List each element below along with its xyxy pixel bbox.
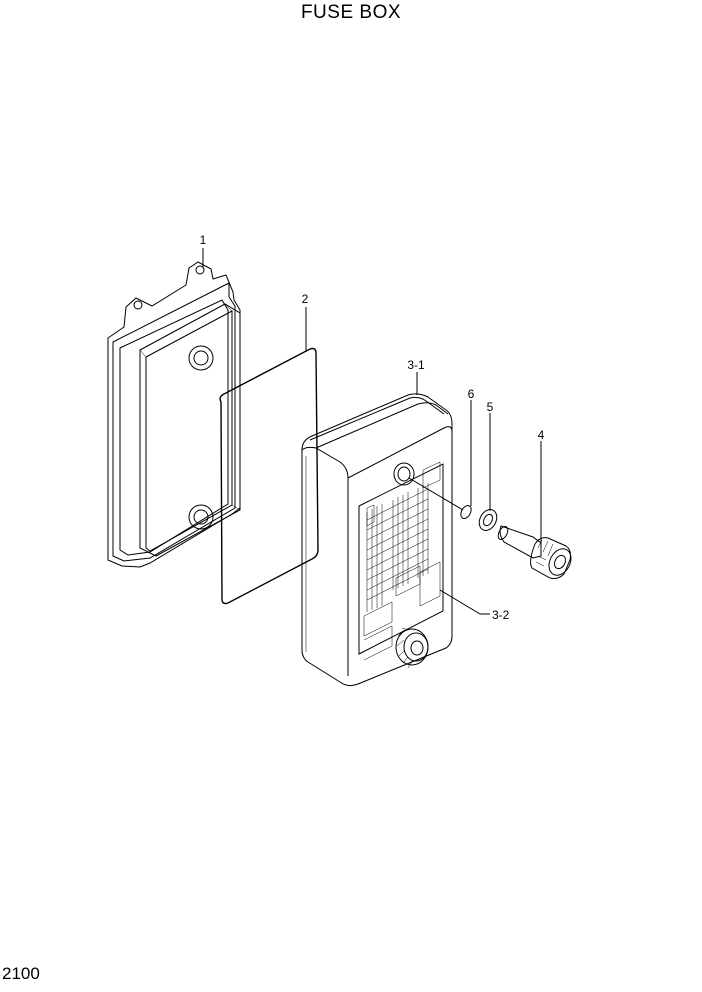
o-ring-part xyxy=(460,504,472,520)
callout-3-1: 3-1 xyxy=(407,358,425,372)
page-number: 2100 xyxy=(2,964,40,983)
diagram-title: FUSE BOX xyxy=(300,2,402,23)
leader-lines xyxy=(202,248,542,615)
callout-3-2: 3-2 xyxy=(492,608,510,622)
callout-6: 6 xyxy=(468,387,475,401)
washer-part xyxy=(478,509,498,531)
gasket-part xyxy=(219,347,319,605)
callout-5: 5 xyxy=(487,400,494,414)
callout-1: 1 xyxy=(200,233,207,247)
bottom-knob xyxy=(395,627,429,669)
callout-4: 4 xyxy=(538,428,545,442)
callout-2: 2 xyxy=(302,292,309,306)
cover-part xyxy=(107,261,241,568)
knob-bolt-part xyxy=(497,525,572,579)
fuse-box-body xyxy=(301,393,453,687)
